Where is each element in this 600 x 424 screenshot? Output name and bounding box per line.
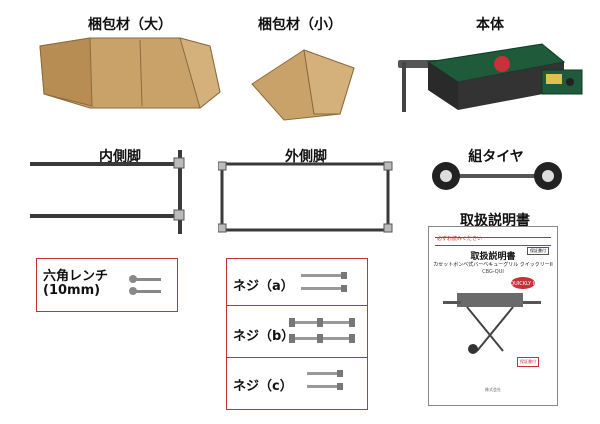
outer-legs-image (218, 161, 393, 233)
cardboard-large-image (39, 37, 221, 109)
manual-title: 取扱説明書 (470, 252, 516, 262)
screw-c-icon (307, 370, 343, 390)
box-small-label: 梱包材（小） (258, 17, 342, 33)
manual-cover: 必ずお読みください 取扱説明書 保証書付 カセットボンベ式バーベキューグリル ク… (428, 226, 558, 406)
screw-c-label: ネジ（c） (233, 379, 293, 394)
box-large-label: 梱包材（大） (88, 17, 172, 33)
tire-set-image (432, 162, 562, 190)
wrench-box: 六角レンチ (10mm) (36, 258, 178, 312)
cardboard-small-image (251, 49, 355, 121)
wrench-icon (129, 275, 161, 295)
outer-legs-label: 外側脚 (285, 149, 327, 165)
screw-a-icon (301, 272, 347, 292)
grill-body-image (398, 43, 583, 112)
wrench-label-line1: 六角レンチ (43, 269, 109, 284)
screw-b-label: ネジ（b） (233, 329, 295, 344)
manual-footer: 株式会社 (485, 387, 501, 392)
screw-a-label: ネジ（a） (233, 279, 294, 294)
wrench-label-line2: (10mm) (43, 283, 101, 298)
manual-model: CBG-QUI (482, 269, 504, 275)
body-label: 本体 (476, 17, 504, 33)
manual-label: 取扱説明書 (460, 213, 530, 229)
inner-legs-image (30, 150, 185, 234)
screws-divider-1 (227, 305, 367, 306)
screws-divider-2 (227, 357, 367, 358)
tire-set-label: 組タイヤ (468, 149, 524, 165)
inner-legs-label: 内側脚 (99, 149, 141, 165)
screw-b-icon (289, 318, 355, 343)
manual-logo-text: QUICKLY II (510, 281, 536, 287)
manual-tag: 保証書付 (527, 247, 549, 255)
manual-warning-bar: 必ずお読みください (435, 236, 551, 246)
manual-stamp: 保証書付 (517, 357, 539, 367)
screws-box: ネジ（a） ネジ（b） ネジ（c） (226, 258, 368, 410)
manual-subtitle: カセットボンベ式バーベキューグリル クイックリーII (433, 262, 553, 268)
manual-grill-illustration: QUICKLY II (443, 277, 541, 354)
